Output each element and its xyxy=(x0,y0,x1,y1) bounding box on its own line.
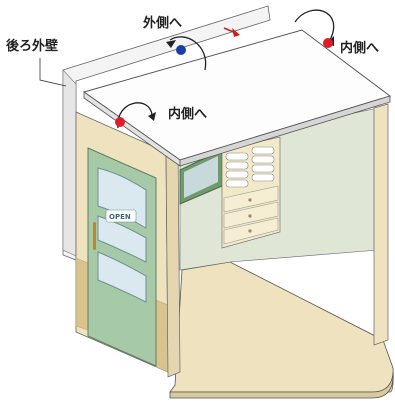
floor xyxy=(169,261,394,393)
red-dot-right xyxy=(323,38,333,48)
window-glass xyxy=(184,156,218,198)
brick-pattern xyxy=(75,257,169,373)
inward-label-mid: 内側へ xyxy=(168,106,207,122)
back-wall-leader xyxy=(39,58,67,87)
drawers xyxy=(223,185,279,245)
door-glass-panels xyxy=(97,167,147,303)
curved-arrow-head-icon xyxy=(166,40,176,48)
door-handle xyxy=(93,222,96,250)
front-post xyxy=(165,146,181,378)
right-post xyxy=(373,103,389,346)
open-sign-text: OPEN xyxy=(109,213,131,221)
open-sign xyxy=(105,209,137,223)
roof-edge-right xyxy=(179,95,391,167)
red-dot-mid xyxy=(115,117,125,127)
towel-stack xyxy=(225,146,275,188)
back-wall-label: 後ろ外壁 xyxy=(6,38,58,54)
curved-arrow-head-icon-mid xyxy=(148,112,156,121)
inward-label-right: 内側へ xyxy=(340,40,379,56)
floor-edge xyxy=(169,371,394,399)
curved-arrow-icon-right xyxy=(294,9,335,41)
back-wall-face xyxy=(62,69,77,257)
red-arrow-head-icon xyxy=(232,28,240,37)
outward-label: 外側へ xyxy=(142,15,182,31)
curved-arrow-icon xyxy=(169,36,207,71)
back-wall-panel xyxy=(62,5,271,261)
blue-dot xyxy=(176,45,186,55)
